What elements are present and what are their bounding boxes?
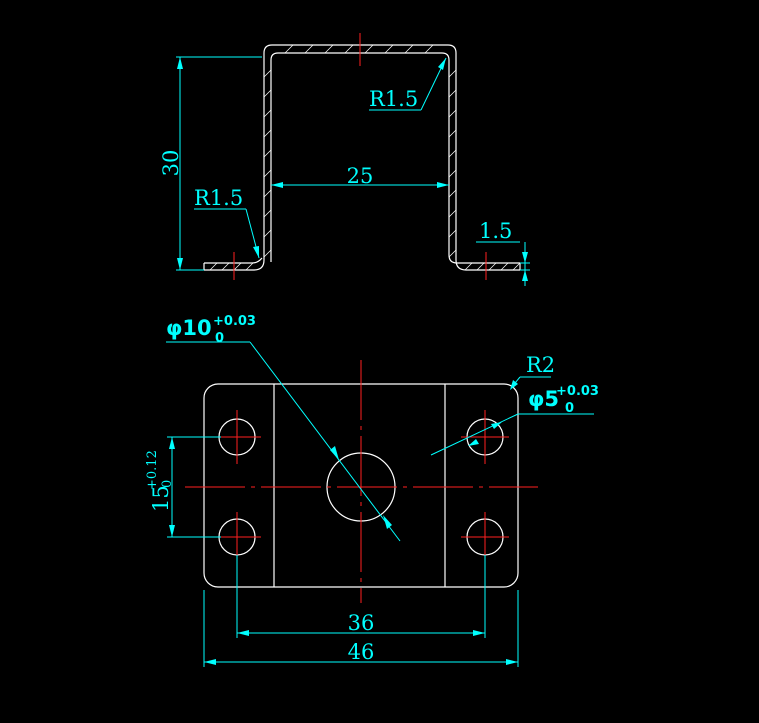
plan-view: φ10 +0.03 0 R2 φ5 +0.03 0 15 +0.12 0	[145, 314, 599, 667]
hole-leader	[430, 413, 519, 456]
hatch-line	[324, 44, 334, 54]
hatch-line	[221, 262, 230, 271]
dim-15-tol-upper: +0.12	[145, 450, 160, 490]
bore-arrow-upper	[330, 446, 339, 460]
hatch-line	[263, 69, 272, 78]
bracket-inner-contour	[270, 52, 520, 264]
hatch-line	[209, 262, 218, 271]
radius-right-label: R1.5	[369, 87, 418, 111]
corner-radius-arrow	[510, 380, 518, 390]
hole-tol-lower: 0	[565, 401, 574, 416]
hatch-line	[233, 262, 242, 271]
dim-30-arrow-bottom	[177, 258, 183, 270]
bracket-outer-profile	[204, 44, 520, 271]
dim-25-text: 25	[347, 164, 374, 188]
thickness-arrow-top	[522, 252, 528, 263]
hatch-line	[245, 262, 254, 271]
dim-36-arrow-left	[237, 630, 249, 636]
hatch-line	[512, 262, 521, 271]
hatch-line	[344, 44, 354, 54]
hole-tol-upper: +0.03	[556, 384, 599, 399]
hatch-line	[364, 44, 374, 54]
bore-arrow-lower	[383, 515, 392, 529]
hatch-line	[263, 229, 272, 238]
section-hatching	[209, 44, 521, 271]
dim-30-arrow-top	[177, 57, 183, 69]
dim-15-tol-lower: 0	[160, 480, 175, 488]
radius-left-arrow	[253, 246, 259, 258]
hatch-line	[304, 44, 314, 54]
dim-46-arrow-left	[204, 659, 216, 665]
bore-leader	[249, 341, 401, 542]
hatch-line	[448, 189, 457, 198]
corner-radius-label: R2	[526, 353, 555, 377]
dim-36-arrow-right	[473, 630, 485, 636]
hatch-line	[263, 169, 272, 178]
dim-15-arrow-top	[169, 437, 175, 449]
bore-tol-lower: 0	[215, 331, 224, 346]
hatch-line	[263, 129, 272, 138]
hatch-line	[404, 44, 414, 54]
hatch-line	[448, 209, 457, 218]
bracket-left-foot-top	[204, 257, 263, 264]
side-view: 30 25 R1.5 R1.5 1.5	[159, 33, 530, 286]
hatch-line	[448, 89, 457, 98]
dim-25-arrow-right	[437, 182, 449, 188]
hole-arrow-outer	[491, 422, 502, 429]
dim-36-text: 36	[348, 611, 375, 635]
hatch-line	[263, 109, 272, 118]
hatch-line	[384, 44, 394, 54]
dim-25-arrow-left	[271, 182, 283, 188]
hatch-line	[448, 129, 457, 138]
hatch-line	[263, 209, 272, 218]
dim-46-arrow-right	[506, 659, 518, 665]
radius-right-arrow	[438, 58, 446, 70]
hatch-line	[500, 262, 509, 271]
hatch-line	[488, 262, 497, 271]
hatch-line	[448, 249, 457, 258]
hatch-line	[476, 262, 485, 271]
hatch-line	[448, 149, 457, 158]
bore-tol-upper: +0.03	[213, 314, 256, 329]
dim-15-arrow-bottom	[169, 525, 175, 537]
hatch-line	[263, 149, 272, 158]
hole-arrow-inner	[468, 439, 479, 446]
dim-30-text: 30	[159, 150, 183, 177]
hole-dia-label: φ5	[528, 387, 559, 411]
hatch-line	[424, 44, 434, 54]
hatch-line	[464, 262, 473, 271]
hatch-line	[263, 189, 272, 198]
hatch-line	[263, 89, 272, 98]
thickness-label: 1.5	[479, 219, 512, 243]
hatch-line	[448, 69, 457, 78]
dim-15-text: 15	[149, 485, 173, 512]
dim-46-text: 46	[348, 640, 375, 664]
hatch-line	[284, 44, 294, 54]
bore-dia-label: φ10	[166, 316, 212, 340]
hatch-line	[448, 169, 457, 178]
radius-left-label: R1.5	[194, 186, 243, 210]
hatch-line	[448, 109, 457, 118]
hatch-line	[448, 229, 457, 238]
hatch-line	[263, 249, 272, 258]
thickness-arrow-bottom	[522, 270, 528, 281]
